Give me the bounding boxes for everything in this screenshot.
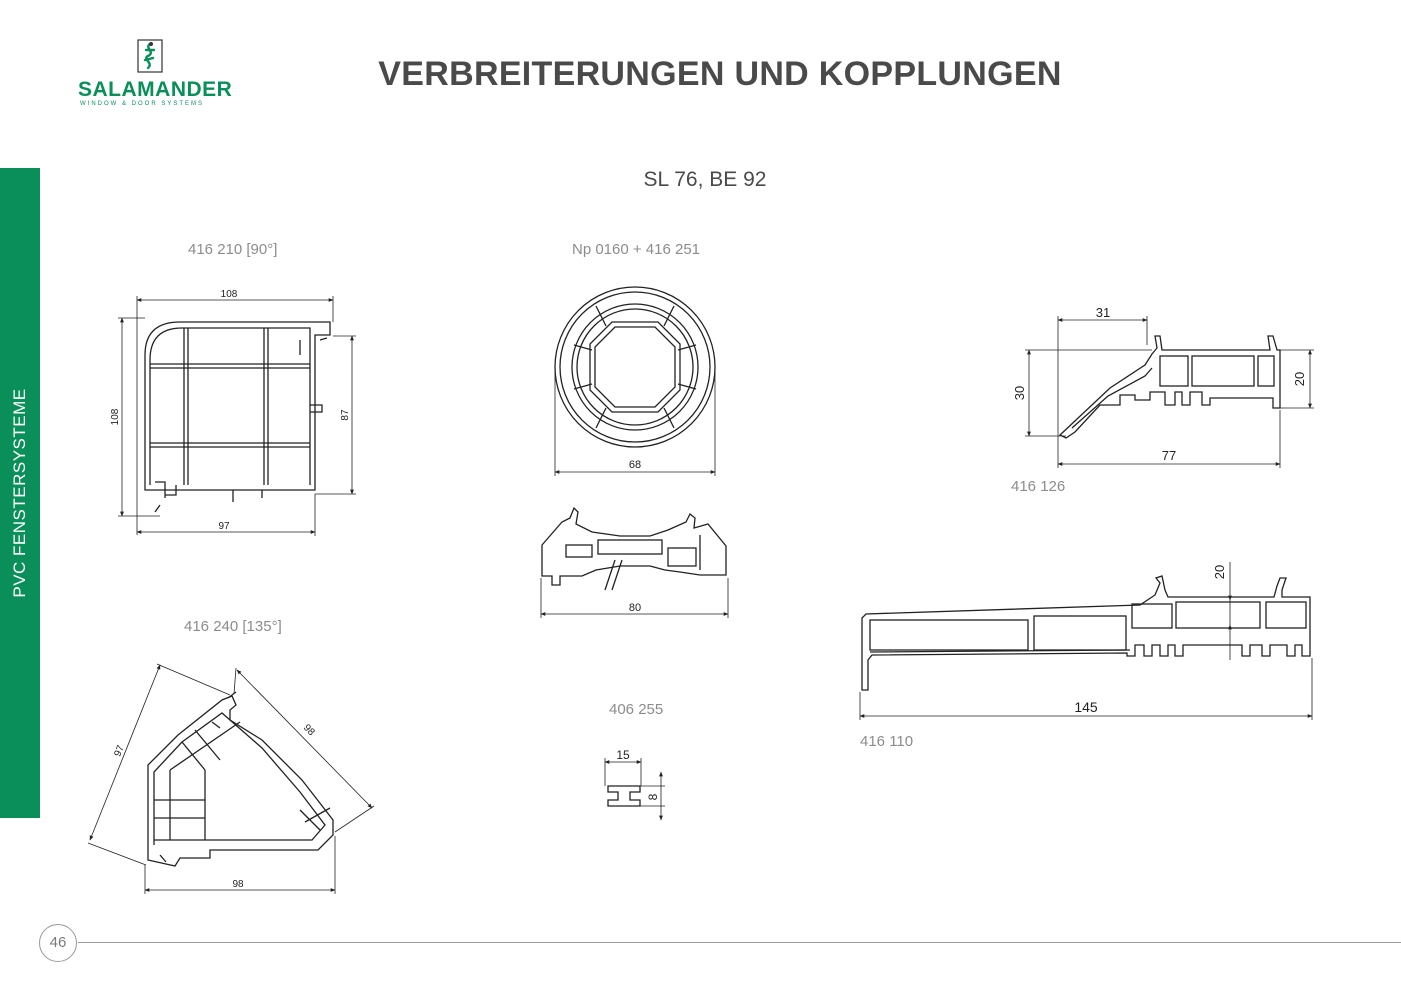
dim-416126-left: 30 — [1012, 386, 1027, 400]
dim-416110-width: 145 — [1074, 699, 1098, 715]
profile-406255-dims — [604, 758, 665, 821]
profile-416110-drawing — [861, 575, 1311, 691]
dim-416126-bottom: 77 — [1162, 448, 1176, 463]
logo-brand: SALAMANDER — [78, 78, 233, 101]
profile-416251-dims — [540, 578, 729, 618]
dim-416126-right: 20 — [1292, 372, 1307, 386]
profile-416240-dims — [87, 663, 375, 894]
profile-406255-drawing — [607, 785, 641, 807]
profile-np0160-drawing — [554, 286, 716, 448]
profile-416110-dims — [859, 562, 1313, 720]
salamander-emblem-icon — [137, 39, 163, 73]
dim-416240-left: 97 — [112, 743, 127, 758]
dim-416240-right: 98 — [301, 722, 317, 738]
dim-406255-width: 15 — [616, 748, 630, 762]
logo-tagline: WINDOW & DOOR SYSTEMS — [80, 101, 205, 107]
profile-416210-drawing — [144, 321, 331, 513]
profile-416251-drawing — [541, 506, 727, 591]
dim-416210-left: 108 — [110, 408, 121, 425]
page-number: 46 — [39, 924, 77, 962]
caption-np0160: Np 0160 + 416 251 — [572, 241, 701, 258]
caption-416110: 416 110 — [860, 733, 914, 750]
profile-416126-drawing — [1058, 335, 1281, 439]
caption-416210: 416 210 [90°] — [188, 241, 278, 258]
profile-416240-drawing — [147, 691, 334, 867]
dim-416210-bottom: 97 — [218, 521, 230, 532]
profile-416126-dims — [1025, 316, 1314, 468]
dim-416110-height: 20 — [1212, 565, 1227, 579]
sidebar-band — [0, 168, 40, 818]
caption-406255: 406 255 — [609, 701, 664, 718]
dim-416240-bottom: 98 — [232, 879, 244, 890]
caption-416126: 416 126 — [1011, 478, 1066, 495]
dim-416210-top: 108 — [221, 289, 238, 300]
caption-416240: 416 240 [135°] — [184, 618, 282, 635]
salamander-logo: SALAMANDER WINDOW & DOOR SYSTEMS — [78, 38, 232, 110]
footer-divider — [78, 942, 1401, 943]
section-subtitle: SL 76, BE 92 — [643, 168, 767, 191]
dim-416210-right: 87 — [340, 409, 351, 421]
profile-np0160-dims — [554, 370, 716, 476]
dim-416251-width: 80 — [629, 602, 641, 614]
dim-416126-top: 31 — [1096, 305, 1110, 320]
profile-416210-dims — [118, 296, 356, 536]
dim-np0160-width: 68 — [629, 459, 641, 471]
dim-406255-height: 8 — [646, 793, 660, 800]
page-title: VERBREITERUNGEN UND KOPPLUNGEN — [378, 55, 1062, 93]
